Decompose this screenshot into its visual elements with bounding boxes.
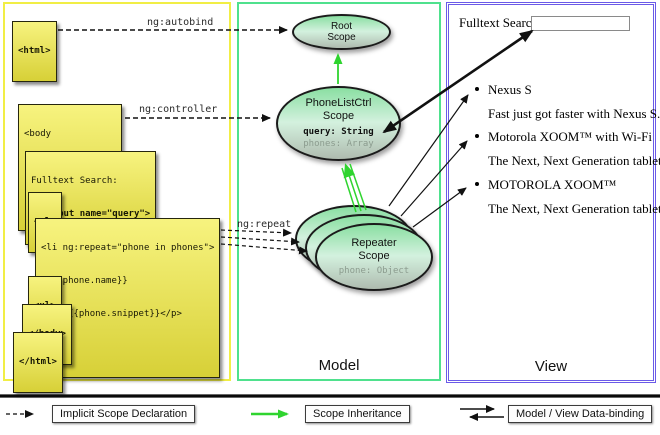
code-box-html-close: </html> — [13, 332, 63, 393]
annotation-ng-repeat: ng:repeat — [237, 219, 292, 230]
model-panel: Model — [237, 2, 441, 381]
code-line: <html> — [18, 46, 51, 56]
annotation-ng-autobind: ng:autobind — [147, 17, 214, 28]
repeater-scope-ellipse-front: Repeater Scope phone: Object — [315, 223, 433, 291]
code-line: Fulltext Search: — [31, 176, 118, 186]
view-item-desc: The Next, Next Generation tablet. — [488, 153, 660, 168]
code-line: {{phone.name}} — [41, 276, 128, 286]
code-line: </html> — [19, 357, 57, 367]
legend-double-arrow — [460, 405, 504, 421]
code-line: <p>{{phone.snippet}}</p> — [41, 309, 182, 319]
code-line: <body — [24, 129, 52, 139]
scope-title-line: Repeater — [351, 237, 397, 249]
list-bullet — [475, 134, 479, 138]
code-line: <li ng:repeat="phone in phones"> — [41, 243, 215, 253]
view-item-title: Motorola XOOM™ with Wi-Fi — [488, 129, 653, 144]
view-search-label: Fulltext Search: — [459, 15, 542, 30]
view-panel-label: View — [534, 358, 568, 375]
model-panel-label: Model — [318, 357, 360, 374]
scope-title-line: Scope — [327, 32, 356, 43]
fulltext-search-input[interactable] — [531, 16, 630, 31]
legend-implicit-scope-declaration: Implicit Scope Declaration — [52, 405, 196, 423]
view-item-title: MOTOROLA XOOM™ — [488, 177, 617, 192]
scope-title-line: Scope — [322, 109, 355, 122]
scope-title-line: Scope — [358, 249, 390, 262]
scope-title-line: Root — [330, 21, 353, 32]
view-item-title: Nexus S — [488, 82, 532, 97]
annotation-ng-controller: ng:controller — [139, 104, 218, 115]
root-scope-ellipse: Root Scope — [292, 14, 391, 50]
scope-title-line: PhoneListCtrl — [305, 97, 372, 109]
code-box-html-open: <html> — [12, 21, 57, 82]
scope-property: phone: Object — [338, 266, 410, 276]
legend-scope-inheritance: Scope Inheritance — [305, 405, 410, 423]
list-bullet — [475, 87, 479, 91]
scope-property: phones: Array — [303, 139, 374, 149]
phonelistctrl-scope-ellipse: PhoneListCtrl Scope query: String phones… — [276, 86, 401, 161]
view-item-desc: Fast just got faster with Nexus S. — [488, 106, 660, 121]
scope-property: query: String — [303, 127, 374, 137]
list-bullet — [475, 182, 479, 186]
view-item-desc: The Next, Next Generation tablet. — [488, 201, 660, 216]
legend-model-view-data-binding: Model / View Data-binding — [508, 405, 653, 423]
